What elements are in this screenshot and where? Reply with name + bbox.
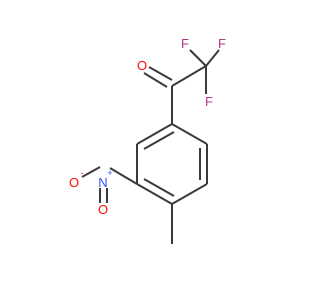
nitro-nitrogen-label: N [98,175,107,190]
oxygen-carbonyl-label: O [137,58,147,73]
nitro-oxygen-left-label: O [69,175,79,190]
carbonyl-double-bond-a [143,72,168,88]
ring-bond-c1-c2 [136,123,173,145]
ring-double-bond-inner-1 [143,131,175,150]
nitro-oxygen-bottom-label: O [98,202,108,217]
fluorine-top-right-label: F [218,36,226,51]
molecule-structure-diagram: O F F F N + O - O [69,36,226,244]
ring-bond-c4-c5 [171,183,208,205]
cf-bond-top-right [205,49,220,67]
nitro-nitrogen-charge: + [107,168,112,178]
ring-double-bond-inner-2 [143,178,175,197]
carbonyl-cf3-bond [171,65,207,87]
nitro-oxygen-left-charge: - [81,168,84,178]
ring-bond-c6-c1 [171,123,208,145]
fluorine-right-label: F [205,94,213,109]
ring-bond-c3-c4 [136,183,173,205]
nitro-o-bond-left [81,166,101,178]
fluorine-top-left-label: F [181,36,189,51]
bond-lines [81,49,220,244]
cf-bond-top-left [189,49,207,67]
carbonyl-double-bond-b [148,66,173,81]
ring-nitro-bond [109,167,138,185]
